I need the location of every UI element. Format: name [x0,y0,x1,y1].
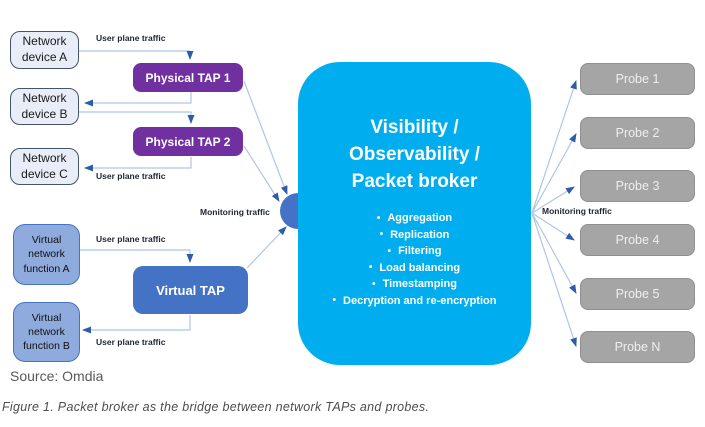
broker-function-item: • Replication [298,227,531,244]
node-label: Virtual TAP [156,282,225,298]
broker-function-label: Replication [390,228,450,241]
broker-title-line: Visibility / [370,117,459,138]
node-label: Virtual network function B [23,311,70,353]
node-label: Probe 3 [615,179,660,193]
node-probe-n: Probe N [580,331,695,363]
broker-function-item: • Load balancing [298,260,531,277]
monitoring-in-connectors [243,80,288,269]
node-label: Probe 1 [615,72,660,86]
node-label: Network device A [21,34,68,64]
label-user-plane-traffic-2: User plane traffic [96,171,166,181]
bullet-icon: • [368,262,373,274]
node-label: Virtual network function A [23,234,70,275]
label-monitoring-traffic-left: Monitoring traffic [200,207,270,217]
node-packet-broker: Visibility / Observability / Packet brok… [298,62,531,365]
node-virtual-network-function-b: Virtual network function B [13,302,80,362]
node-label: Physical TAP 2 [145,134,231,149]
label-user-plane-traffic-3: User plane traffic [96,234,166,244]
bullet-icon: • [379,229,384,241]
node-label: Probe N [614,340,661,354]
broker-function-item: • Filtering [298,243,531,260]
node-probe-2: Probe 2 [580,117,695,149]
node-virtual-network-function-a: Virtual network function A [13,224,80,285]
source-attribution: Source: Omdia [10,368,104,384]
broker-function-list: • Aggregation • Replication • Filtering … [298,210,531,309]
monitoring-out-connectors [531,80,577,347]
node-label: Network device C [21,150,68,181]
bullet-icon: • [372,278,376,290]
broker-function-label: Load balancing [379,261,461,274]
label-user-plane-traffic-1: User plane traffic [96,33,166,43]
label-user-plane-traffic-4: User plane traffic [96,337,166,347]
broker-function-item: • Decryption and re-encryption [298,293,531,310]
node-label: Network device B [21,90,68,121]
label-monitoring-traffic-right: Monitoring traffic [542,206,612,216]
node-label: Probe 4 [615,233,660,247]
node-network-device-b: Network device B [10,88,79,125]
node-probe-3: Probe 3 [580,170,695,202]
broker-title-line: Packet broker [351,171,478,192]
node-probe-1: Probe 1 [580,63,695,95]
node-network-device-a: Network device A [10,31,79,69]
broker-function-item: • Aggregation [298,210,531,227]
broker-function-label: Filtering [398,245,442,258]
node-label: Probe 5 [615,287,660,301]
broker-title: Visibility / Observability / Packet brok… [298,114,531,195]
bullet-icon: • [376,212,381,224]
bullet-icon: • [332,295,337,307]
node-label: Probe 2 [615,126,660,140]
node-network-device-c: Network device C [10,148,79,185]
node-physical-tap-1: Physical TAP 1 [133,63,243,92]
node-label: Physical TAP 1 [145,70,231,85]
broker-function-label: Decryption and re-encryption [343,294,497,307]
figure-caption: Figure 1. Packet broker as the bridge be… [2,400,430,414]
broker-function-label: Timestamping [382,278,457,291]
node-physical-tap-2: Physical TAP 2 [133,127,243,156]
user-plane-connectors [79,50,195,334]
broker-function-item: • Timestamping [298,276,531,293]
node-probe-5: Probe 5 [580,278,695,310]
bullet-icon: • [387,245,392,257]
node-virtual-tap: Virtual TAP [133,266,248,314]
broker-function-label: Aggregation [387,212,453,225]
node-probe-4: Probe 4 [580,224,695,256]
broker-title-line: Observability / [349,144,480,165]
